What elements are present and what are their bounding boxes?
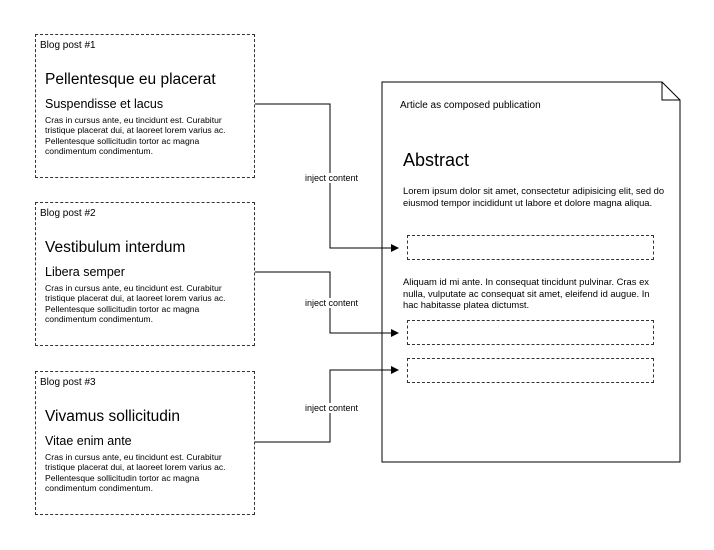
article-label: Article as composed publication — [400, 100, 541, 111]
blog-post-title: Pellentesque eu placerat — [45, 71, 216, 88]
blog-post-2: Blog post #2 Vestibulum interdum Libera … — [35, 202, 255, 346]
article-document-outline — [381, 81, 681, 463]
blog-post-subtitle: Vitae enim ante — [45, 434, 132, 448]
blog-post-tag: Blog post #2 — [40, 208, 96, 219]
blog-post-subtitle: Suspendisse et lacus — [45, 97, 164, 111]
connector-label-2: inject content — [304, 298, 360, 308]
blog-post-3: Blog post #3 Vivamus sollicitudin Vitae … — [35, 371, 255, 515]
connector-label-3: inject content — [304, 403, 360, 413]
article-title: Abstract — [403, 150, 470, 170]
connector-label-1: inject content — [304, 173, 360, 183]
blog-post-title: Vivamus sollicitudin — [45, 408, 180, 425]
content-slot-2 — [407, 320, 654, 345]
blog-post-1: Blog post #1 Pellentesque eu placerat Su… — [35, 34, 255, 178]
content-slot-3 — [407, 358, 654, 383]
blog-post-tag: Blog post #3 — [40, 377, 96, 388]
article-paragraph-1: Lorem ipsum dolor sit amet, consectetur … — [403, 185, 665, 208]
blog-post-body: Cras in cursus ante, eu tincidunt est. C… — [45, 452, 226, 494]
blog-post-body: Cras in cursus ante, eu tincidunt est. C… — [45, 283, 226, 325]
blog-post-title: Vestibulum interdum — [45, 239, 186, 256]
article-paragraph-2: Aliquam id mi ante. In consequat tincidu… — [403, 276, 650, 310]
content-slot-1 — [407, 235, 654, 260]
article-folded-corner — [661, 82, 680, 101]
blog-post-tag: Blog post #1 — [40, 40, 96, 51]
blog-post-body: Cras in cursus ante, eu tincidunt est. C… — [45, 115, 226, 157]
blog-post-subtitle: Libera semper — [45, 265, 125, 279]
